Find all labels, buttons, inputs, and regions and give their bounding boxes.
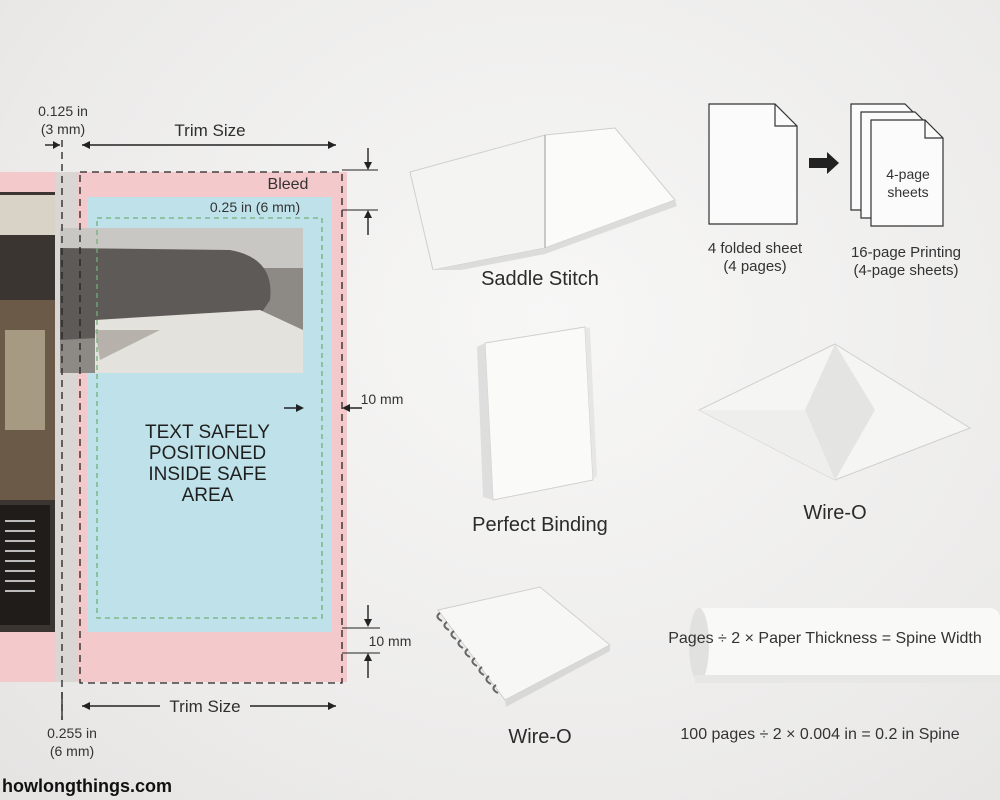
wire-o-bottom-label: Wire-O (508, 726, 572, 748)
trim-size-top-label: Trim Size (174, 121, 246, 140)
side-margin-label: 10 mm (360, 391, 404, 407)
sheets-inner-label: 4-page sheets (886, 166, 930, 200)
spine-example: 100 pages ÷ 2 × 0.004 in = 0.2 in Spine (680, 726, 960, 743)
saddle-stitch-illustration (409, 127, 677, 270)
folded-sheet-illustration (708, 103, 944, 227)
watermark: howlongthings.com (2, 776, 172, 796)
bleed-size-label: 0.125 in (3 mm) (38, 103, 88, 137)
wire-o-notebook-illustration (436, 586, 611, 707)
wire-o-top-label: Wire-O (803, 502, 867, 524)
folded-sheet-label: 4 folded sheet (4 pages) (707, 240, 803, 275)
bottom-margin-label: 10 mm (368, 633, 412, 649)
wire-o-folded-illustration (697, 343, 972, 481)
trim-size-bottom-label: Trim Size (169, 697, 241, 716)
paper-roll-illustration (689, 608, 1000, 683)
perfect-binding-illustration (477, 326, 597, 501)
perfect-binding-label: Perfect Binding (472, 514, 608, 536)
bleed-label: Bleed (267, 176, 309, 193)
safe-area-text: TEXT SAFELY POSITIONED INSIDE SAFE AREA (145, 422, 270, 506)
bleed-diagram: 0.125 in (3 mm) Trim Size Bleed 0.25 in … (0, 0, 420, 800)
magazine-illustration (0, 140, 380, 720)
saddle-stitch-label: Saddle Stitch (481, 268, 599, 290)
printing-label: 16-page Printing (4-page sheets) (850, 244, 962, 279)
gutter-label: 0.255 in (6 mm) (47, 725, 97, 759)
spine-formula: Pages ÷ 2 × Paper Thickness = Spine Widt… (668, 630, 982, 647)
safe-margin-label: 0.25 in (6 mm) (209, 199, 301, 215)
